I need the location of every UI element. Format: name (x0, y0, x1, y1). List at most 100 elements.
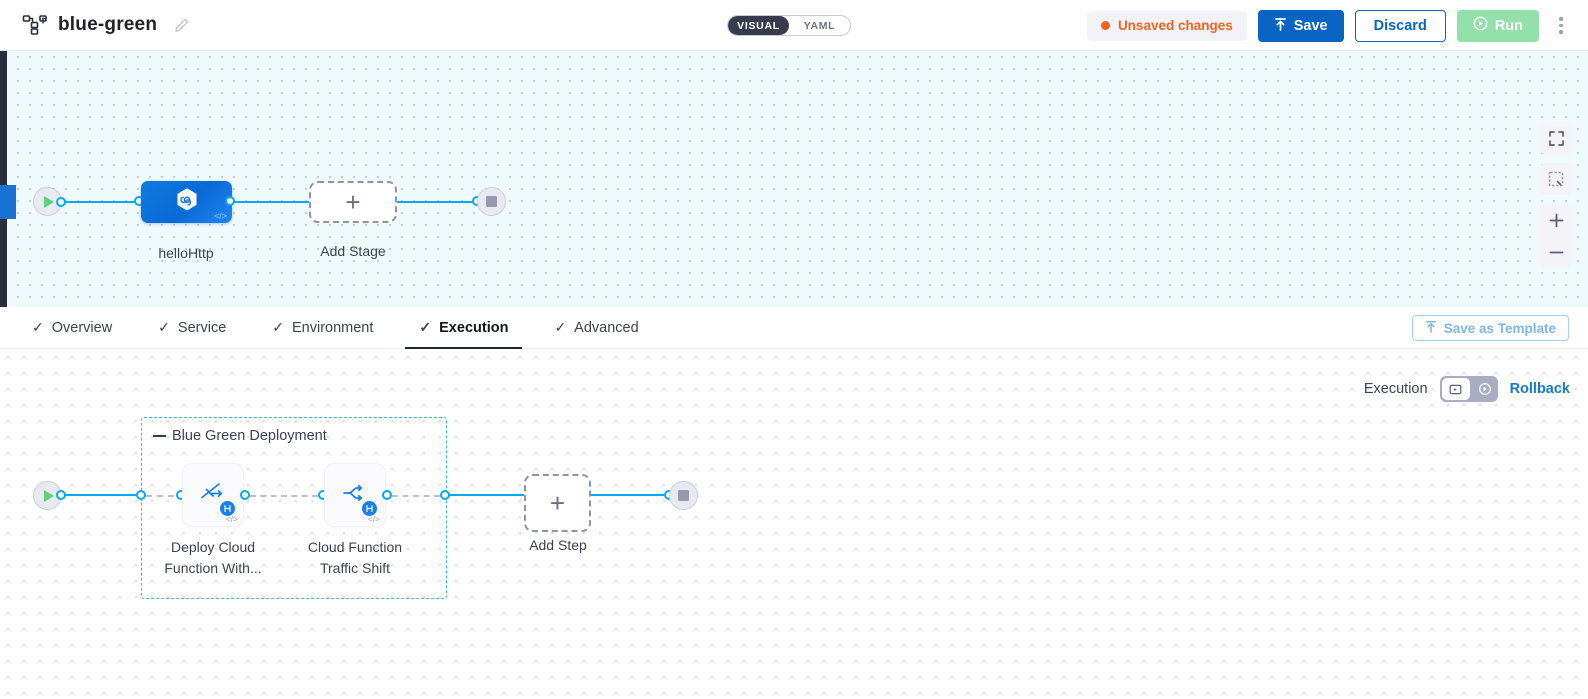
stage-group-header: Blue Green Deployment (153, 428, 327, 444)
edge-addstep-to-end (591, 494, 668, 497)
rollback-link[interactable]: Rollback (1509, 381, 1570, 397)
config-tabs: ✓ Overview ✓ Service ✓ Environment ✓ Exe… (0, 307, 1588, 350)
harness-badge (362, 501, 377, 516)
play-circle-icon (1473, 16, 1488, 35)
execution-rollback-toggle[interactable] (1439, 376, 1498, 402)
header-left: blue-green (0, 14, 190, 36)
stage-node-hellohttp[interactable]: </> (141, 181, 232, 223)
step-code-mark: </> (225, 514, 238, 524)
header-actions: Unsaved changes Save Discard (1086, 0, 1572, 51)
add-step-label: Add Step (529, 537, 587, 553)
run-button[interactable]: Run (1456, 9, 1539, 42)
edge-group-to-step1 (146, 495, 174, 497)
toggle-yaml[interactable]: YAML (803, 19, 836, 32)
edge-start-to-stage (64, 201, 141, 204)
upload-arrow-icon (1274, 17, 1287, 35)
discard-button[interactable]: Discard (1354, 9, 1446, 42)
add-stage-button[interactable]: + (309, 181, 397, 223)
save-as-template-button[interactable]: Save as Template (1411, 315, 1569, 341)
execution-label: Execution (1363, 381, 1428, 397)
app-header: blue-green VISUAL YAML Unsaved changes (0, 0, 1588, 51)
add-step-button[interactable]: + (524, 474, 591, 532)
stage-label: helloHttp (158, 245, 214, 261)
tab-label: Execution (439, 319, 509, 336)
upload-arrow-icon (1425, 320, 1437, 336)
check-icon: ✓ (272, 319, 284, 335)
pipeline-stages-canvas[interactable]: </> helloHttp + Add Stage (0, 51, 1588, 307)
tab-execution[interactable]: ✓ Execution (405, 307, 523, 350)
view-mode-toggle[interactable]: VISUAL YAML (727, 15, 851, 36)
edge-step1-to-step2 (250, 495, 318, 497)
toggle-visual[interactable]: VISUAL (728, 16, 789, 35)
step-code-mark: </> (367, 514, 380, 524)
stage-group-title: Blue Green Deployment (172, 428, 327, 444)
execution-steps-icon[interactable] (1441, 378, 1470, 400)
save-template-label: Save as Template (1443, 320, 1556, 336)
edge-addstage-to-end (397, 201, 476, 204)
edge-group-to-addstep (449, 494, 525, 497)
check-icon: ✓ (554, 319, 567, 335)
execution-mode-bar: Execution Rollback (1364, 376, 1570, 402)
stage-group-blue-green[interactable]: Blue Green Deployment (141, 417, 447, 599)
step-label-traffic-shift: Cloud Function Traffic Shift (280, 537, 430, 579)
edge-step2-to-groupout (392, 495, 440, 497)
step-label-line1: Deploy Cloud (170, 539, 256, 555)
canvas-controls (1540, 122, 1572, 268)
stages-end-node (477, 187, 506, 216)
step-node-deploy-cloud-function[interactable]: </> (183, 464, 243, 526)
rollback-steps-icon[interactable] (1478, 376, 1492, 402)
left-rail (0, 51, 7, 307)
steps-start-node (33, 481, 62, 510)
step2-out-port (382, 490, 392, 500)
tab-label: Overview (51, 319, 113, 336)
stop-end-icon (669, 481, 698, 510)
page-title: blue-green (58, 14, 158, 35)
play-start-icon (33, 481, 62, 510)
step-node-traffic-shift[interactable]: </> (325, 464, 385, 526)
status-badge-unsaved: Unsaved changes (1086, 10, 1247, 41)
pencil-edit-icon[interactable] (173, 17, 190, 34)
step-label-line1: Cloud Function (307, 539, 403, 555)
pipeline-nodes-icon (22, 14, 48, 36)
collapse-dash-icon[interactable] (153, 434, 166, 438)
tab-label: Advanced (574, 319, 639, 336)
tab-label: Service (177, 319, 227, 336)
plus-icon: + (345, 187, 361, 217)
steps-end-node (669, 481, 698, 510)
tab-service[interactable]: ✓ Service (144, 307, 240, 349)
discard-label: Discard (1373, 17, 1427, 34)
stage-code-mark: </> (213, 211, 227, 221)
stop-end-icon (477, 187, 506, 216)
tab-overview[interactable]: ✓ Overview (18, 307, 126, 349)
run-label: Run (1494, 17, 1523, 34)
save-button[interactable]: Save (1257, 9, 1344, 42)
plus-icon: + (549, 488, 566, 518)
harness-badge (220, 501, 235, 516)
step-label-line2: Function With... (164, 560, 262, 576)
tab-advanced[interactable]: ✓ Advanced (540, 307, 652, 349)
kebab-menu-icon[interactable] (1550, 10, 1572, 42)
add-stage-label: Add Stage (320, 243, 386, 259)
fit-selection-icon[interactable] (1540, 163, 1572, 195)
traffic-shift-icon (339, 477, 371, 514)
left-rail-accent (0, 185, 16, 219)
step-label-deploy: Deploy Cloud Function With... (138, 537, 288, 579)
zoom-in-icon[interactable] (1540, 204, 1572, 236)
save-label: Save (1293, 17, 1328, 34)
check-icon: ✓ (158, 319, 170, 335)
zoom-out-icon[interactable] (1540, 236, 1572, 268)
infinity-hex-icon (173, 186, 201, 219)
check-icon: ✓ (32, 319, 44, 335)
group-in-port (136, 490, 146, 500)
edge-stage-to-addstage (234, 201, 310, 204)
unsaved-dot-icon (1100, 21, 1110, 30)
unsaved-label: Unsaved changes (1117, 18, 1233, 33)
execution-steps-canvas[interactable]: Execution Rollback (0, 349, 1588, 699)
tab-environment[interactable]: ✓ Environment (258, 307, 387, 349)
edge-start-to-group (64, 494, 144, 497)
step1-out-port (240, 490, 250, 500)
tab-label: Environment (292, 319, 374, 336)
fullscreen-icon[interactable] (1540, 122, 1572, 154)
step-label-line2: Traffic Shift (319, 560, 391, 576)
